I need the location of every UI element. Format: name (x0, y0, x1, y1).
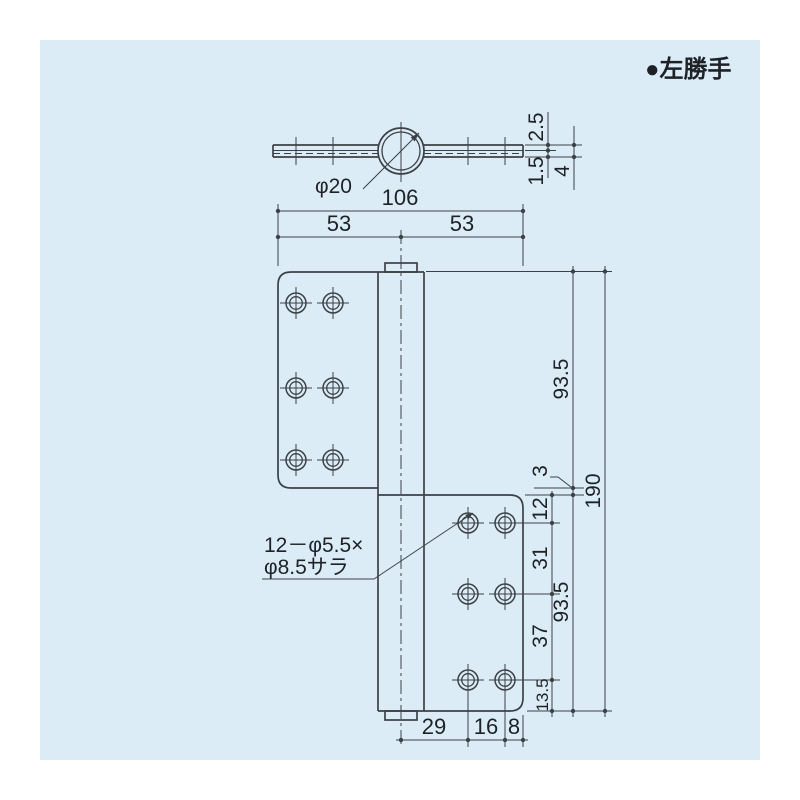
knuckle-column (377, 262, 425, 721)
height-dimensions: 3 12 31 37 13.5 93.5 93.5 190 (426, 266, 612, 717)
hole-note-line2: φ8.5サラ (264, 556, 349, 579)
dim-hole-pitch-lower: 37 (529, 624, 552, 647)
handing-label: ●左勝手 (645, 55, 732, 83)
dim-hole-column-pitch: 16 (474, 714, 498, 739)
hole-note: 12－φ5.5× φ8.5サラ (262, 512, 474, 580)
dim-right-half: 53 (450, 211, 474, 236)
hole-center-ticks (295, 137, 506, 165)
gap-dim-leader (550, 476, 572, 488)
bottom-dimensions: 29 16 8 (396, 694, 528, 747)
upper-leaf-plate (277, 271, 378, 489)
hole-note-leader (262, 512, 474, 580)
width-dimensions: 106 53 53 (275, 185, 526, 266)
knuckle-circle (362, 122, 425, 190)
dim-hole-pitch-upper: 31 (529, 546, 552, 569)
dim-hole-edge-offset: 8 (508, 714, 520, 739)
panel-background (40, 40, 760, 760)
knuckle-top-cap (384, 262, 418, 273)
lower-leaf-plate (424, 494, 524, 712)
dim-total-height: 190 (582, 473, 605, 508)
dim-leaf-gap: 3 (529, 465, 552, 477)
dim-total-thickness: 4 (551, 165, 574, 177)
dim-lower-thickness: 1.5 (525, 156, 548, 185)
hole-note-line1: 12－φ5.5× (264, 534, 363, 557)
leaf-bar (272, 144, 524, 158)
dim-hole-center-offset: 29 (422, 714, 446, 739)
knuckle-bottom-cap (384, 710, 418, 721)
dim-hole-bottom-offset: 13.5 (533, 678, 552, 711)
dim-lower-leaf-height: 93.5 (550, 582, 573, 623)
thickness-dimensions: 2.5 1.5 4 (525, 112, 582, 190)
dim-upper-thickness: 2.5 (525, 112, 548, 141)
top-view: φ20 2.5 1.5 4 (272, 112, 582, 198)
dim-total-width: 106 (382, 185, 419, 210)
dim-hole-top-offset: 12 (529, 497, 552, 520)
front-view: 106 53 53 (262, 185, 612, 748)
knuckle-diameter-label: φ20 (315, 175, 352, 198)
dim-upper-leaf-height: 93.5 (550, 359, 573, 400)
dim-left-half: 53 (327, 211, 351, 236)
